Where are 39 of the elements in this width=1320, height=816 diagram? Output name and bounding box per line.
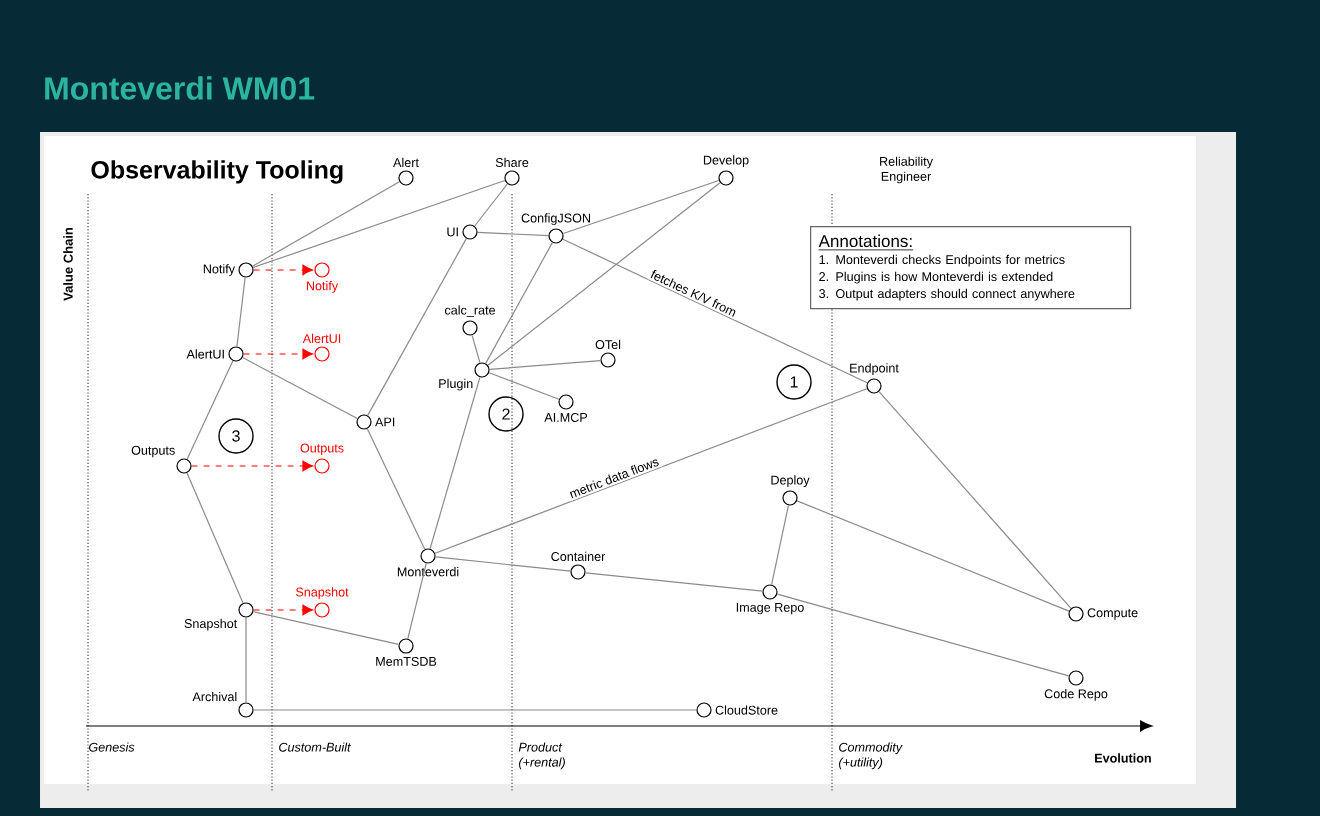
dependency-line [253, 604, 314, 616]
dependency-line [489, 360, 602, 370]
dependency-line [253, 709, 697, 711]
dependency-line [236, 276, 246, 348]
dependency-line [488, 372, 560, 400]
dependency-line [242, 356, 358, 420]
dependency-line [366, 428, 426, 550]
dependency-line [487, 182, 721, 366]
dependency-line [186, 360, 234, 460]
callout-number: 2 [488, 396, 524, 432]
dependency-line [253, 264, 314, 276]
dependency-line [776, 593, 1070, 677]
dependency-line [474, 183, 508, 227]
dependency-line [471, 334, 481, 364]
dependency-line [186, 472, 244, 604]
dependency-line [562, 179, 720, 235]
callout-number: 1 [776, 364, 812, 400]
dependency-line [434, 556, 572, 572]
label: Annotations: [818, 234, 912, 248]
dependency-line [878, 391, 1072, 609]
dependency-line [485, 242, 553, 364]
page-title: Monteverdi WM01 [45, 76, 315, 100]
dependency-line [584, 572, 764, 592]
dependency-line [796, 500, 1070, 612]
dependency-line [429, 376, 481, 550]
dependency-line [367, 238, 467, 416]
callout-number: 3 [218, 418, 254, 454]
dependency-line [252, 181, 401, 267]
dependency-line [252, 179, 506, 269]
dependency-line [434, 388, 868, 554]
map-title: Observability Tooling [91, 160, 343, 184]
dependency-line [407, 562, 427, 640]
dependency-line [477, 231, 549, 237]
dependency-line [245, 617, 247, 703]
dependency-line [562, 238, 868, 384]
dependency-line [252, 611, 400, 645]
dependency-line [191, 460, 314, 472]
dependency-line [243, 348, 314, 360]
dependency-line [771, 504, 790, 586]
